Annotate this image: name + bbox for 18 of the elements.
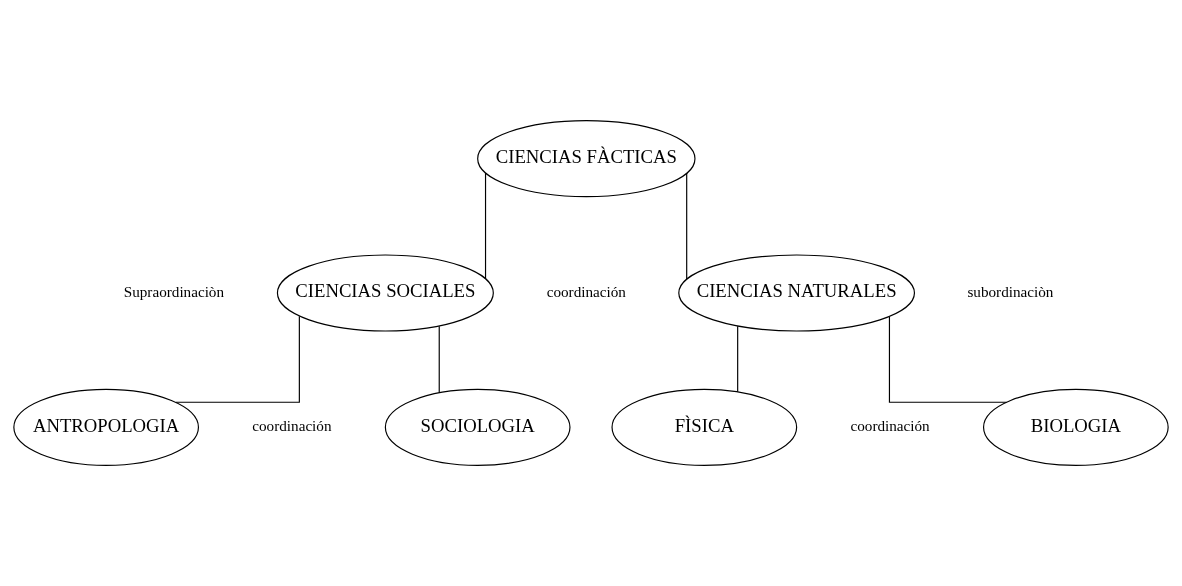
- node-ellipse: BIOLOGIA: [982, 388, 1169, 466]
- node-ellipse: CIENCIAS SOCIALES: [276, 254, 494, 332]
- node-ellipse: CIENCIAS NATURALES: [678, 254, 916, 332]
- connector: [175, 315, 300, 403]
- node-ellipse: ANTROPOLOGIA: [13, 388, 200, 466]
- connector: [686, 172, 688, 280]
- connector: [737, 325, 739, 393]
- node-ellipse: FÌSICA: [611, 388, 798, 466]
- node-ellipse: SOCIOLOGIA: [384, 388, 571, 466]
- label: Supraordinaciòn: [123, 282, 225, 300]
- connector: [438, 325, 440, 394]
- connector: [888, 316, 1008, 403]
- label: coordinación: [252, 417, 332, 435]
- label: subordinaciòn: [967, 282, 1054, 300]
- label: coordinación: [850, 417, 930, 435]
- label: coordinación: [546, 282, 626, 300]
- node-ellipse: CIENCIAS FÀCTICAS: [477, 120, 696, 198]
- connector: [484, 172, 487, 280]
